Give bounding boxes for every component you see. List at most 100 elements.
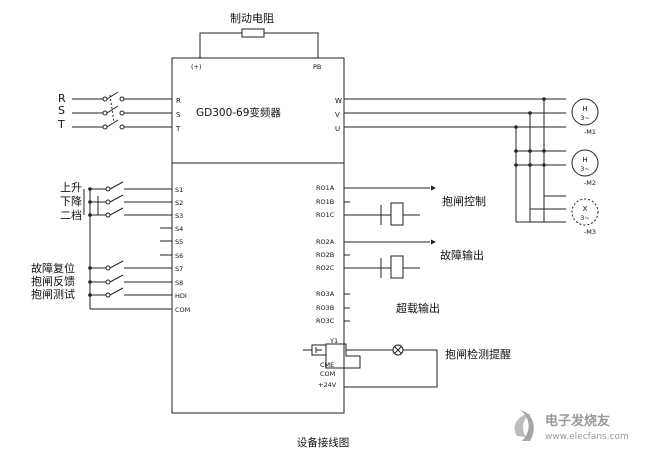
terminal-ro3b: RO3B — [316, 304, 334, 312]
watermark-url: www.elecfans.com — [545, 432, 629, 442]
terminal-com: COM — [175, 306, 190, 314]
transistor-y1 — [311, 344, 327, 356]
input-function-down: 下降 — [60, 194, 82, 208]
switch-linkage — [109, 94, 115, 124]
terminal-u: U — [335, 125, 340, 133]
terminal-contact — [119, 96, 125, 102]
arrow-head — [431, 239, 436, 245]
motor-1-label: -M1 — [584, 128, 596, 136]
inverter-box — [171, 57, 345, 414]
output-function-fault-output: 故障输出 — [440, 248, 484, 262]
terminal-s: S — [176, 111, 181, 119]
terminal-s8: S8 — [175, 279, 183, 287]
output-function-overload-output: 超载输出 — [396, 301, 440, 315]
terminal-s1: S1 — [175, 186, 183, 194]
terminal-24v: +24V — [318, 381, 337, 389]
terminal-t: T — [175, 125, 181, 133]
terminal-contact — [105, 279, 111, 285]
motor-feed-lines — [344, 97, 566, 223]
terminal-v: V — [335, 111, 340, 119]
input-function-second-gear: 二档 — [60, 208, 82, 222]
control-input-wiring — [83, 181, 160, 310]
motor-2-icon — [571, 149, 599, 177]
switch-contact — [109, 181, 124, 190]
motor-3-symbol: X — [583, 205, 588, 213]
terminal-r: R — [176, 97, 181, 105]
terminal-w: W — [335, 97, 342, 105]
switch-contact — [106, 119, 119, 128]
terminal-ro1a: RO1A — [316, 184, 335, 192]
terminal-s6: S6 — [175, 252, 183, 260]
terminal-contact — [105, 212, 111, 218]
switch-contact — [109, 194, 124, 203]
input-function-up: 上升 — [60, 181, 82, 194]
switch-contact — [106, 91, 119, 100]
terminal-cme: CME — [320, 361, 334, 369]
power-label-s: S — [58, 104, 65, 117]
brake-resistor — [241, 28, 265, 38]
motor-3-label: -M3 — [584, 228, 596, 236]
terminal-contact — [102, 124, 108, 130]
terminal-contact — [105, 199, 111, 205]
terminal-ro2b: RO2B — [316, 251, 334, 259]
terminal-ro2c: RO2C — [316, 264, 335, 272]
power-label-r: R — [58, 92, 66, 105]
switch-contact — [109, 274, 124, 283]
motor-1-icon — [571, 98, 599, 126]
switch-contact — [109, 207, 124, 216]
output-function-brake-control: 抱闸控制 — [442, 194, 486, 208]
terminal-com-bottom: COM — [320, 370, 335, 378]
terminal-contact — [119, 110, 125, 116]
terminal-plus: (+) — [191, 63, 202, 71]
motor-2-phase: 3~ — [580, 165, 590, 173]
terminal-s2: S2 — [175, 199, 183, 207]
terminal-ro1b: RO1B — [316, 198, 334, 206]
diagram-caption: 设备接线图 — [297, 436, 350, 449]
switch-contact — [109, 287, 124, 296]
terminal-ro3c: RO3C — [316, 317, 335, 325]
brake-resistor-label: 制动电阻 — [230, 12, 274, 25]
brake-resistor-wire — [199, 32, 242, 58]
terminal-contact — [105, 265, 111, 271]
power-input-lines — [72, 91, 172, 130]
terminal-s7: S7 — [175, 265, 183, 273]
relay-coil-fault — [390, 255, 404, 279]
terminal-s4: S4 — [175, 225, 183, 233]
motor-2-label: -M2 — [584, 179, 596, 187]
terminal-contact — [105, 292, 111, 298]
relay-coil-brake — [390, 202, 404, 226]
input-function-fault-reset: 故障复位 — [31, 261, 75, 275]
terminal-hdi: HDI — [175, 292, 187, 300]
inverter-model-label: GD300-69变频器 — [196, 106, 281, 119]
relay-terminals: RO1A RO1B RO1C RO2A RO2B RO2C RO3A RO3B RO3C — [316, 184, 350, 325]
brake-resistor-wire — [264, 32, 319, 58]
terminal-s5: S5 — [175, 238, 183, 246]
terminal-contact — [119, 124, 125, 130]
motor-3-phase: 3~ — [580, 214, 590, 222]
relay-output-wiring — [350, 185, 436, 279]
terminal-contact — [102, 96, 108, 102]
motor-1-symbol: H — [582, 105, 587, 113]
input-function-brake-feedback: 抱闸反馈 — [31, 274, 75, 288]
terminal-contact — [105, 186, 111, 192]
terminal-pb: PB — [313, 63, 321, 71]
arrow-head — [431, 185, 436, 191]
motor-3-icon — [571, 198, 599, 226]
terminal-s3: S3 — [175, 212, 183, 220]
terminal-y1: Y1 — [329, 337, 338, 345]
switch-contact — [106, 105, 119, 114]
watermark-logo — [514, 410, 534, 441]
switch-contact — [109, 260, 124, 269]
terminal-ro1c: RO1C — [316, 211, 335, 219]
input-function-brake-test: 抱闸测试 — [31, 287, 75, 301]
watermark-text: 电子发烧友 — [545, 413, 610, 429]
motor-1-phase: 3~ — [580, 114, 590, 122]
terminal-contact — [102, 110, 108, 116]
terminal-ro2a: RO2A — [316, 238, 335, 246]
terminal-ro3a: RO3A — [316, 290, 335, 298]
output-function-brake-check-alert: 抱闸检测提醒 — [445, 347, 511, 361]
motor-2-symbol: H — [582, 156, 587, 164]
